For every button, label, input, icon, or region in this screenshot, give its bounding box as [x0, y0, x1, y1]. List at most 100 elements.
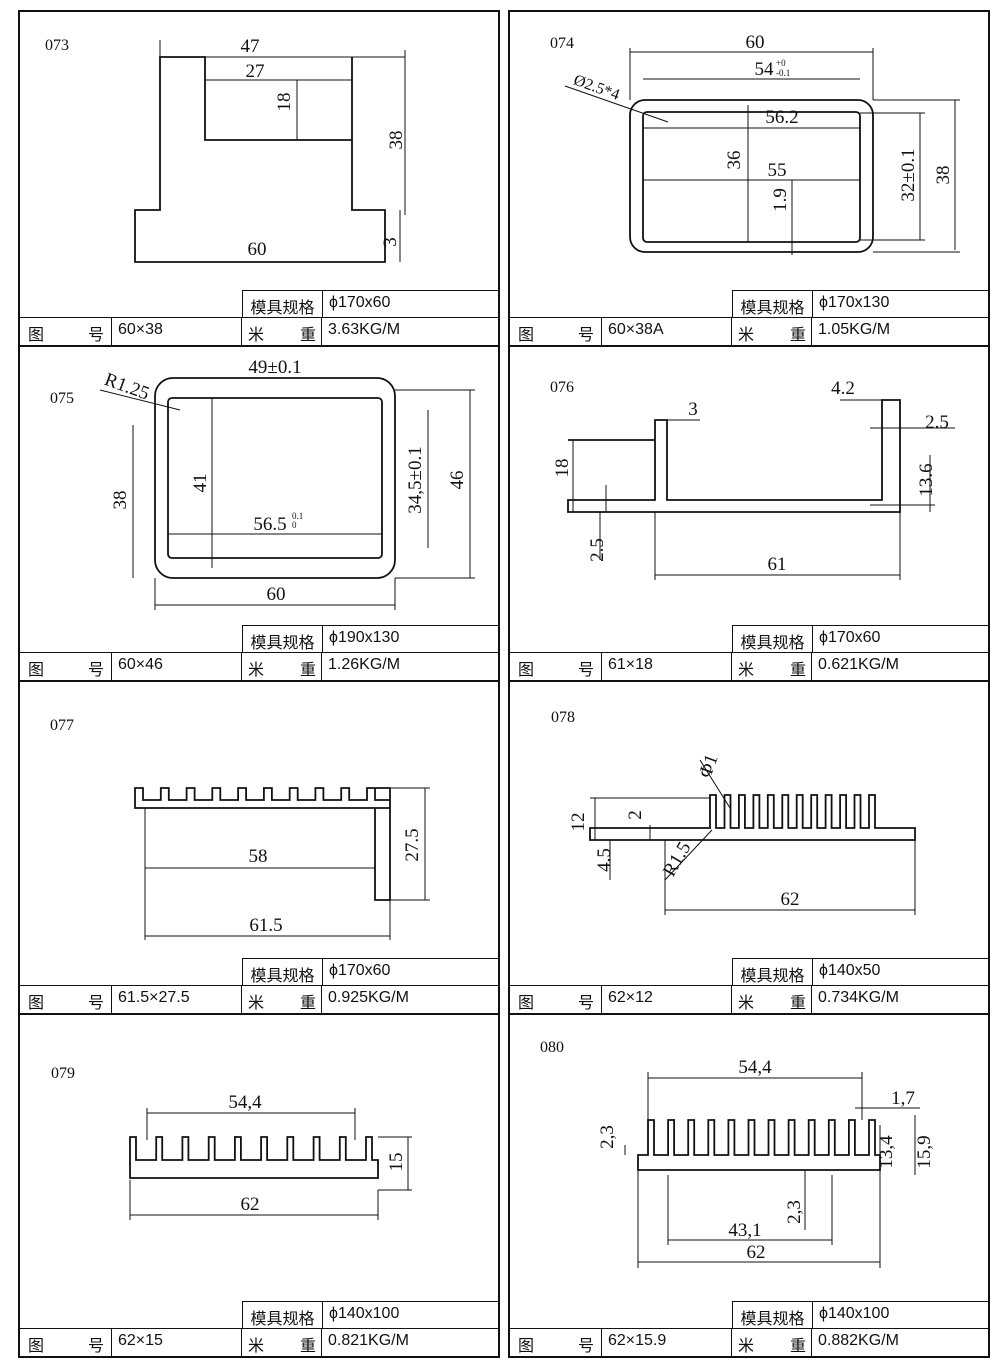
mold-value: ϕ170x130 — [819, 294, 890, 311]
dimension-lines — [144, 787, 430, 940]
dim-label: R1.5 — [659, 838, 695, 880]
figure-number: 080 — [540, 1039, 564, 1056]
profile-outline — [589, 794, 916, 841]
dim-label: 3 — [688, 399, 698, 420]
weight-label: 米 重 — [242, 1329, 322, 1356]
dimension-lines — [564, 48, 960, 255]
code-value: 61×18 — [602, 653, 732, 680]
drawing-077: 077 58 61.5 27.5 — [50, 717, 430, 940]
mold-label: 模具规格 — [733, 1302, 813, 1329]
dim-label: 38 — [386, 131, 407, 150]
drawing-075: 075 49±0.1 R1.25 38 41 56.5 0.1 0 34,5±0… — [50, 357, 475, 610]
mold-value: ϕ190x130 — [329, 629, 400, 646]
code-label: 图 号 — [510, 986, 602, 1013]
code-value: 61.5×27.5 — [112, 986, 242, 1013]
code-value: 60×46 — [112, 653, 242, 680]
dim-label: 12 — [568, 813, 589, 832]
dim-tolerance: +0 — [776, 58, 786, 68]
dim-label: 13.6 — [916, 463, 937, 496]
weight-label: 米 重 — [242, 318, 322, 345]
dim-label: 56.2 — [765, 107, 798, 128]
mold-label: 模具规格 — [243, 626, 323, 653]
weight-value: 0.925KG/M — [328, 989, 409, 1006]
code-value: 60×38 — [112, 318, 242, 345]
weight-label: 米 重 — [732, 318, 812, 345]
dim-label: 60 — [267, 584, 286, 605]
mold-label: 模具规格 — [243, 291, 323, 318]
dim-label: 2.5 — [925, 412, 949, 433]
code-label: 图 号 — [510, 1329, 602, 1356]
dimension-lines — [135, 40, 406, 263]
weight-value: 0.882KG/M — [818, 1332, 899, 1349]
drawing-074: 074 60 54 +0 -0.1 Ø2.5*4 56.2 36 55 1.9 … — [550, 32, 960, 255]
figure-number: 075 — [50, 390, 74, 407]
weight-label: 米 重 — [732, 1329, 812, 1356]
code-label: 图 号 — [20, 986, 112, 1013]
weight-label: 米 重 — [242, 653, 322, 680]
code-label: 图 号 — [20, 318, 112, 345]
code-value: 62×15.9 — [602, 1329, 732, 1356]
figure-number: 073 — [45, 37, 69, 54]
dim-label: Ø2.5*4 — [571, 72, 622, 104]
dim-label: 2 — [625, 810, 646, 820]
mold-label: 模具规格 — [243, 959, 323, 986]
dim-label: 41 — [190, 474, 211, 493]
code-label: 图 号 — [20, 1329, 112, 1356]
dim-label: 1,7 — [891, 1088, 915, 1109]
dim-label: R1.25 — [102, 369, 152, 404]
mold-value: ϕ140x50 — [819, 962, 881, 979]
dim-label: 2,3 — [784, 1200, 805, 1224]
dim-label: 55 — [768, 160, 787, 181]
dim-label: Φ1 — [695, 752, 723, 781]
weight-value: 3.63KG/M — [328, 321, 401, 338]
weight-label: 米 重 — [732, 653, 812, 680]
weight-value: 0.734KG/M — [818, 989, 899, 1006]
weight-label: 米 重 — [732, 986, 812, 1013]
mold-label: 模具规格 — [243, 1302, 323, 1329]
weight-value: 0.821KG/M — [328, 1332, 409, 1349]
dimension-lines — [99, 377, 475, 610]
dim-label: 27.5 — [402, 828, 423, 861]
mold-label: 模具规格 — [733, 959, 813, 986]
dim-label: 58 — [249, 846, 268, 867]
drawing-076: 076 3 4.2 2.5 18 13.6 2.5 61 — [550, 378, 955, 580]
profile-outline — [134, 56, 386, 263]
mold-label: 模具规格 — [733, 626, 813, 653]
mold-label: 模具规格 — [733, 291, 813, 318]
dim-label: 54,4 — [228, 1092, 262, 1113]
mold-value: ϕ170x60 — [329, 962, 391, 979]
dim-label: 18 — [552, 459, 573, 478]
dim-tolerance: 0.1 — [292, 511, 303, 521]
dim-label: 1.9 — [770, 188, 791, 212]
dim-label: 47 — [241, 36, 260, 57]
profile-inner — [167, 397, 383, 559]
dim-label: 36 — [724, 151, 745, 170]
drawing-073: 073 47 27 18 38 60 3 — [45, 36, 407, 263]
dimension-lines — [624, 1072, 920, 1268]
figure-number: 074 — [550, 35, 574, 52]
dim-label: 54 — [755, 59, 775, 80]
dim-label: 34,5±0.1 — [405, 446, 426, 513]
dim-label: 54,4 — [738, 1057, 772, 1078]
drawing-080: 080 54,4 2,3 1,7 13,4 15,9 2,3 43,1 62 — [540, 1039, 935, 1268]
dim-label: 32±0.1 — [898, 148, 919, 201]
figure-number: 076 — [550, 379, 574, 396]
profile-outline — [629, 99, 874, 253]
code-value: 62×15 — [112, 1329, 242, 1356]
dim-label: 61.5 — [249, 915, 282, 936]
dim-label: 4.5 — [594, 848, 615, 872]
weight-label: 米 重 — [242, 986, 322, 1013]
figure-number: 078 — [551, 709, 575, 726]
dim-label: 62 — [747, 1242, 766, 1263]
dim-label: 3 — [380, 237, 401, 247]
dim-tolerance: -0.1 — [776, 68, 790, 78]
figure-number: 077 — [50, 717, 74, 734]
profile-outline — [134, 787, 391, 901]
dim-tolerance: 0 — [292, 520, 297, 530]
weight-value: 0.621KG/M — [818, 656, 899, 673]
